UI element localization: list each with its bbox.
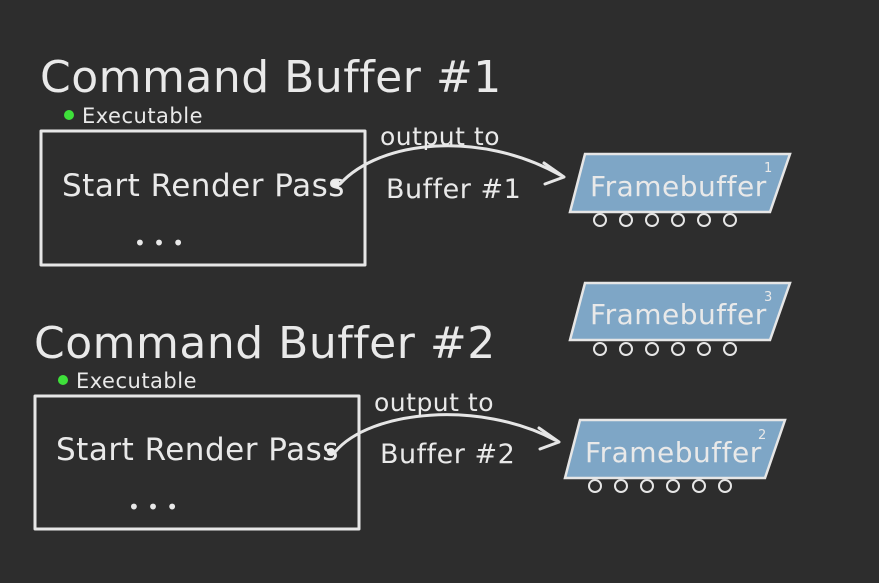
framebuffer-body [568,152,792,214]
pass-output-dot [332,180,340,188]
arrow-curve [338,144,562,186]
command-buffer-title: Command Buffer #2 [34,318,496,369]
ellipsis: • • • [128,495,179,519]
command-buffer-1: Command Buffer #1 Executable Start Rende… [39,52,502,267]
framebuffer-1: Framebuffer 1 [568,152,792,227]
arrow-head [537,426,561,451]
command-buffer-box [33,394,361,531]
arrow-label-bottom: Buffer #2 [380,439,515,470]
command-label: Start Render Pass [56,432,339,468]
framebuffer-wheels [593,342,737,356]
framebuffer-index: 3 [764,290,773,305]
status-dot [58,375,68,385]
arrow-label-bottom: Buffer #1 [386,174,521,205]
pass-output-dot [327,448,335,456]
command-label: Start Render Pass [62,168,345,204]
framebuffer-wheels [593,213,737,227]
framebuffer-index: 1 [764,161,773,176]
ellipsis: • • • [134,231,185,255]
arrow-head [542,161,566,186]
framebuffer-index: 2 [758,428,767,443]
framebuffer-body [563,418,787,480]
framebuffer-wheels [588,479,732,493]
status-dot [64,110,74,120]
command-buffer-title: Command Buffer #1 [40,52,502,103]
command-buffer-2: Command Buffer #2 Executable Start Rende… [33,318,496,531]
output-arrow-1: output to Buffer #1 [338,122,566,205]
framebuffer-label: Framebuffer [585,436,762,469]
framebuffer-body [568,281,792,342]
status-label: Executable [76,369,197,393]
framebuffer-label: Framebuffer [590,170,767,203]
arrow-curve [333,413,557,454]
output-arrow-2: output to Buffer #2 [333,388,561,470]
arrow-label-top: output to [380,122,500,151]
framebuffer-label: Framebuffer [590,298,767,331]
status-label: Executable [82,104,203,128]
framebuffer-2: Framebuffer 2 [563,418,787,493]
arrow-label-top: output to [374,388,494,417]
framebuffer-3: Framebuffer 3 [568,281,792,356]
command-buffer-box [39,129,367,267]
